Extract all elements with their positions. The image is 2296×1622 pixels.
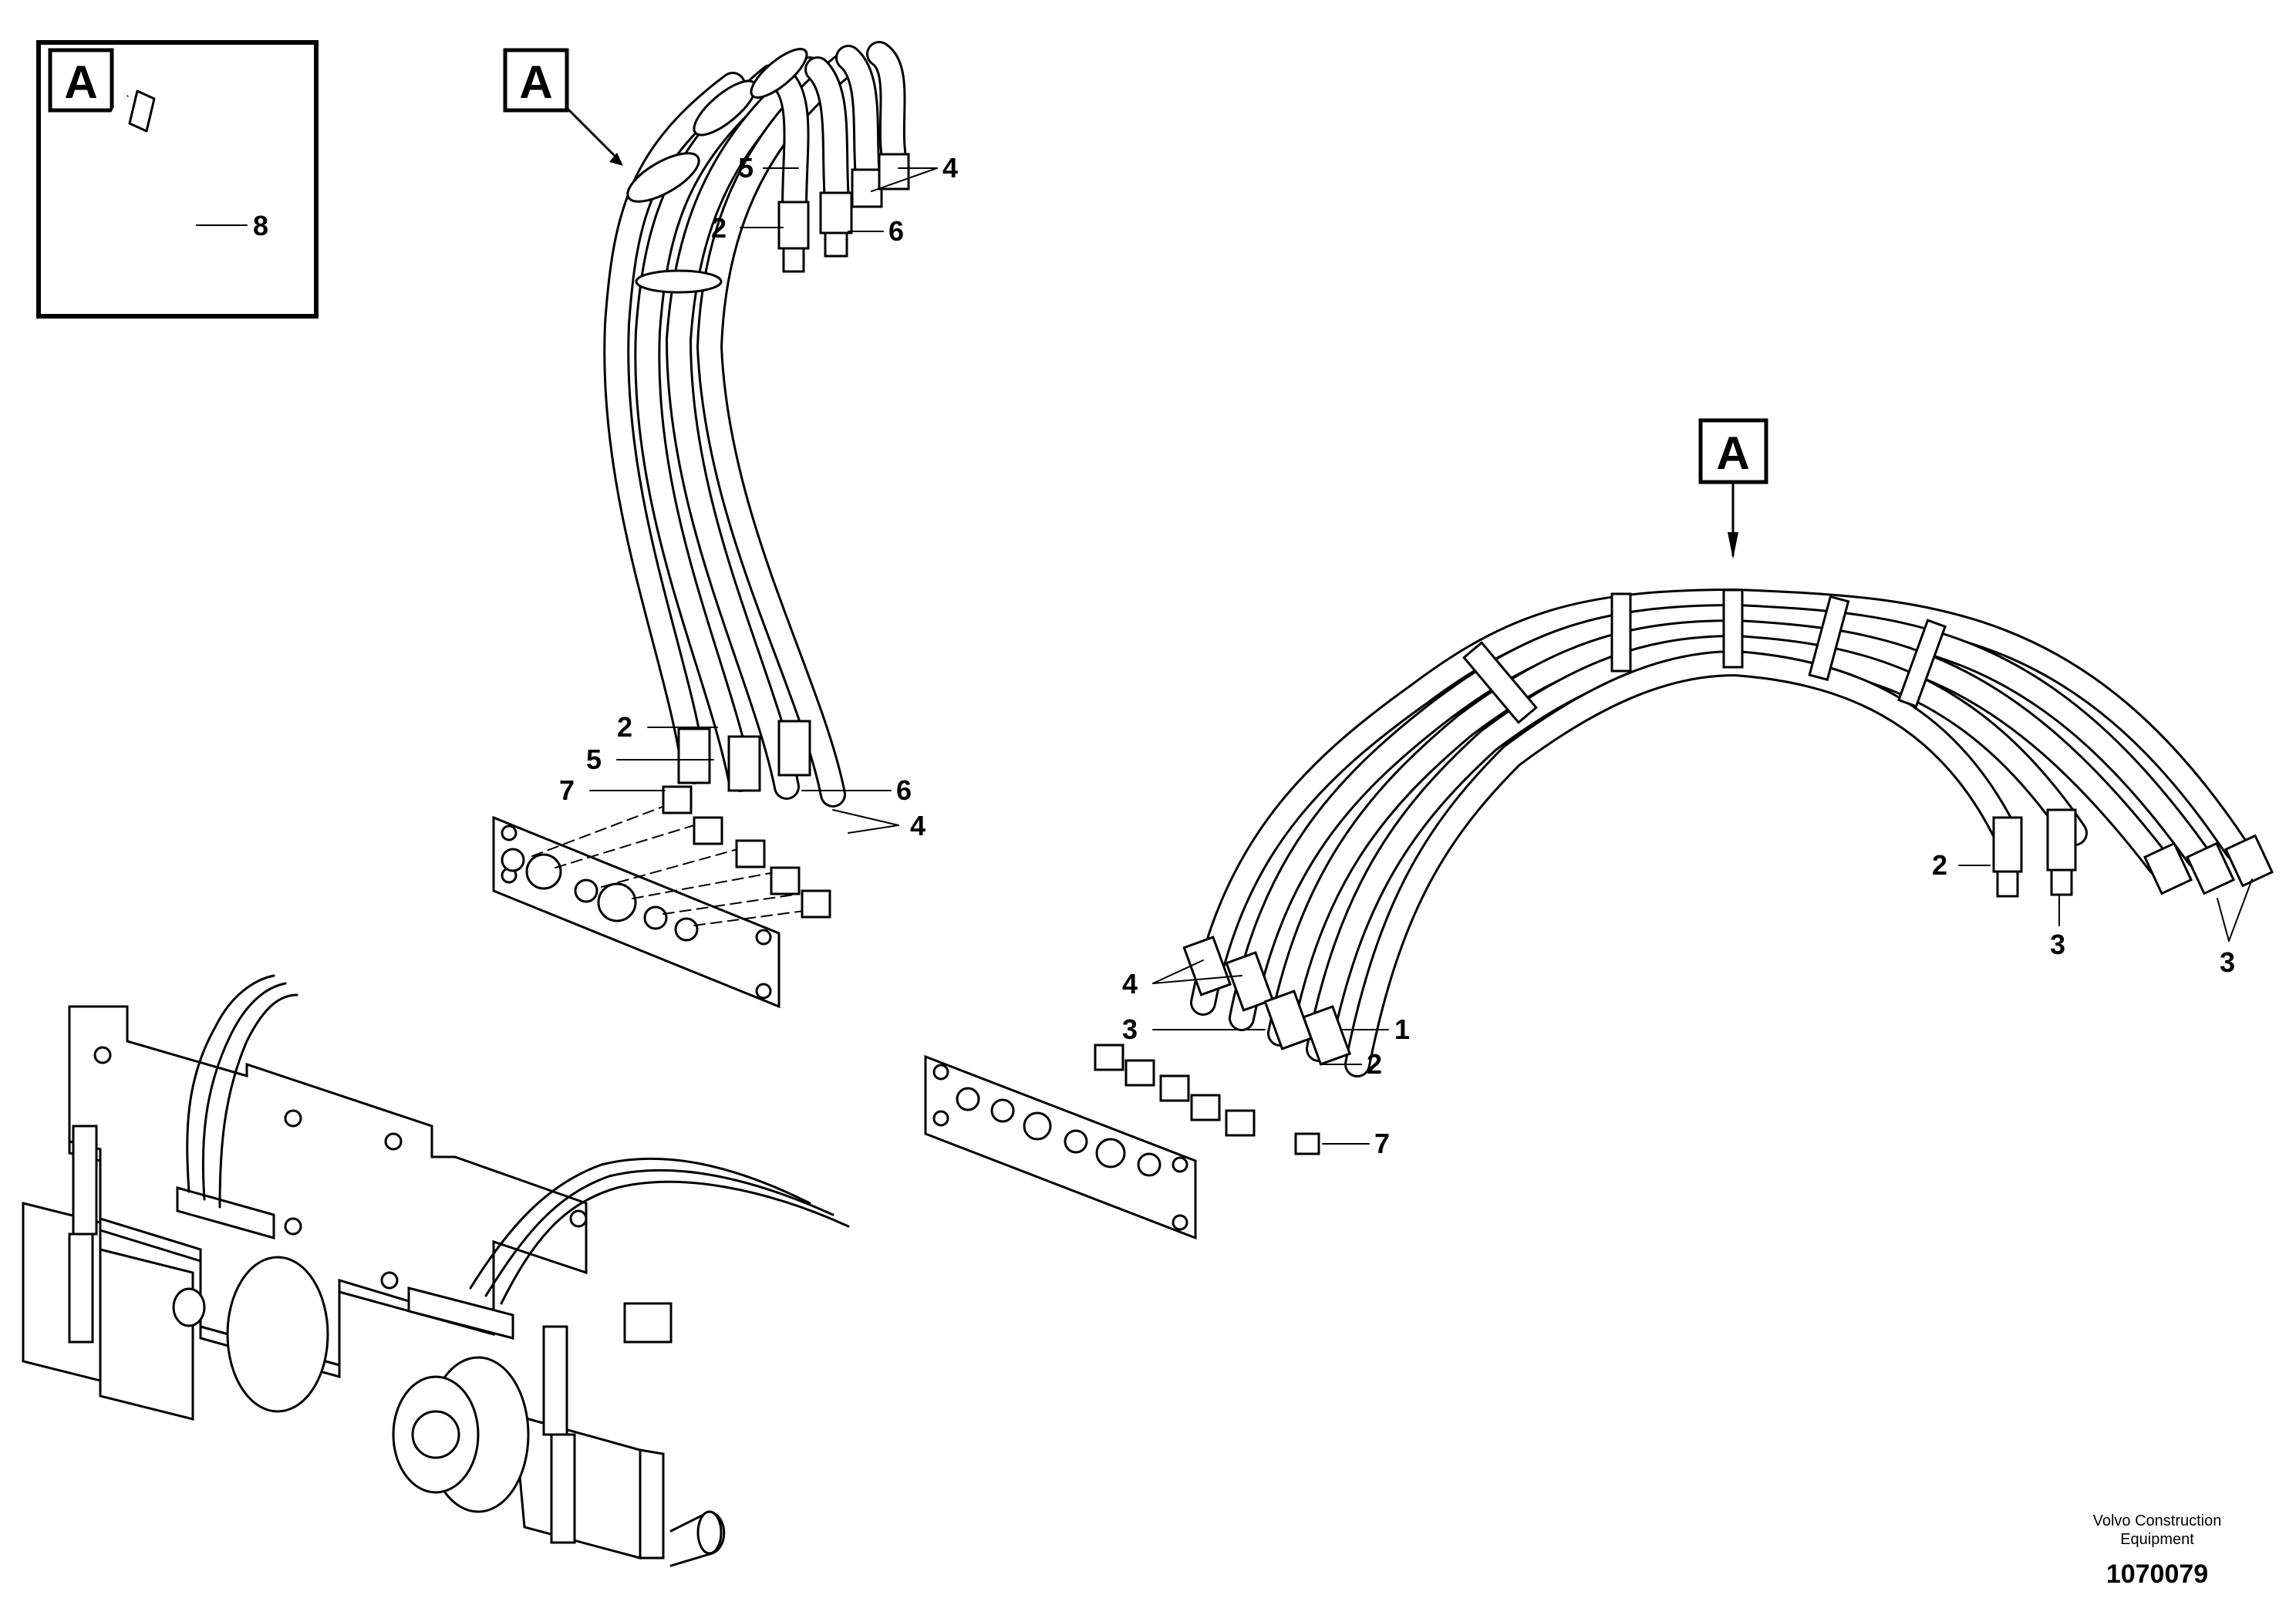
callout-right-4: 4	[1122, 968, 1138, 1000]
detail-tag-inset-text: A	[64, 56, 97, 108]
upper-hose-bundle	[603, 41, 910, 808]
cable-tie-icon	[104, 89, 191, 267]
callout-right-7: 7	[1374, 1128, 1390, 1159]
callout-upper-4-bottom: 4	[910, 810, 925, 841]
callout-right-1: 1	[1394, 1013, 1410, 1045]
detail-tag-upper: A	[503, 48, 569, 113]
callout-right-3-a: 3	[2050, 929, 2065, 960]
machine-overview	[22, 974, 850, 1567]
upper-bulkhead-plate	[492, 785, 831, 1009]
company-name-line2: Equipment	[2120, 1531, 2194, 1548]
company-name-line1: Volvo Construction	[2093, 1512, 2222, 1529]
callout-8: 8	[253, 210, 268, 241]
callout-upper-4-top: 4	[942, 152, 958, 184]
right-bulkhead-plate	[924, 1044, 1320, 1240]
callout-right-3-b: 3	[2220, 946, 2235, 978]
callout-upper-5-top: 5	[738, 152, 754, 184]
detail-tag-upper-text: A	[519, 56, 552, 108]
detail-tag-inset: A	[48, 48, 114, 113]
upper-hose-assembly: A	[492, 41, 958, 1009]
callout-upper-6-bottom: 6	[896, 774, 912, 806]
right-hose-assembly: A	[924, 418, 2274, 1240]
callout-upper-6-top: 6	[888, 215, 904, 247]
callout-upper-7: 7	[559, 774, 575, 806]
footer-credits: Volvo Construction Equipment 1070079	[2093, 1512, 2222, 1589]
callout-right-3-c: 3	[1122, 1013, 1138, 1045]
callout-upper-2-top: 2	[711, 212, 727, 244]
callout-upper-2-bottom: 2	[617, 711, 632, 743]
callout-right-2-b: 2	[1367, 1048, 1382, 1080]
right-hose-bundle	[1182, 588, 2274, 1077]
detail-tag-right-text: A	[1716, 427, 1749, 479]
document-number: 1070079	[2106, 1560, 2208, 1589]
callout-right-2: 2	[1932, 849, 1947, 881]
detail-tag-right: A	[1698, 418, 1768, 484]
callout-upper-5-bottom: 5	[586, 744, 602, 775]
detail-inset-cable-tie: A 8	[36, 40, 319, 319]
